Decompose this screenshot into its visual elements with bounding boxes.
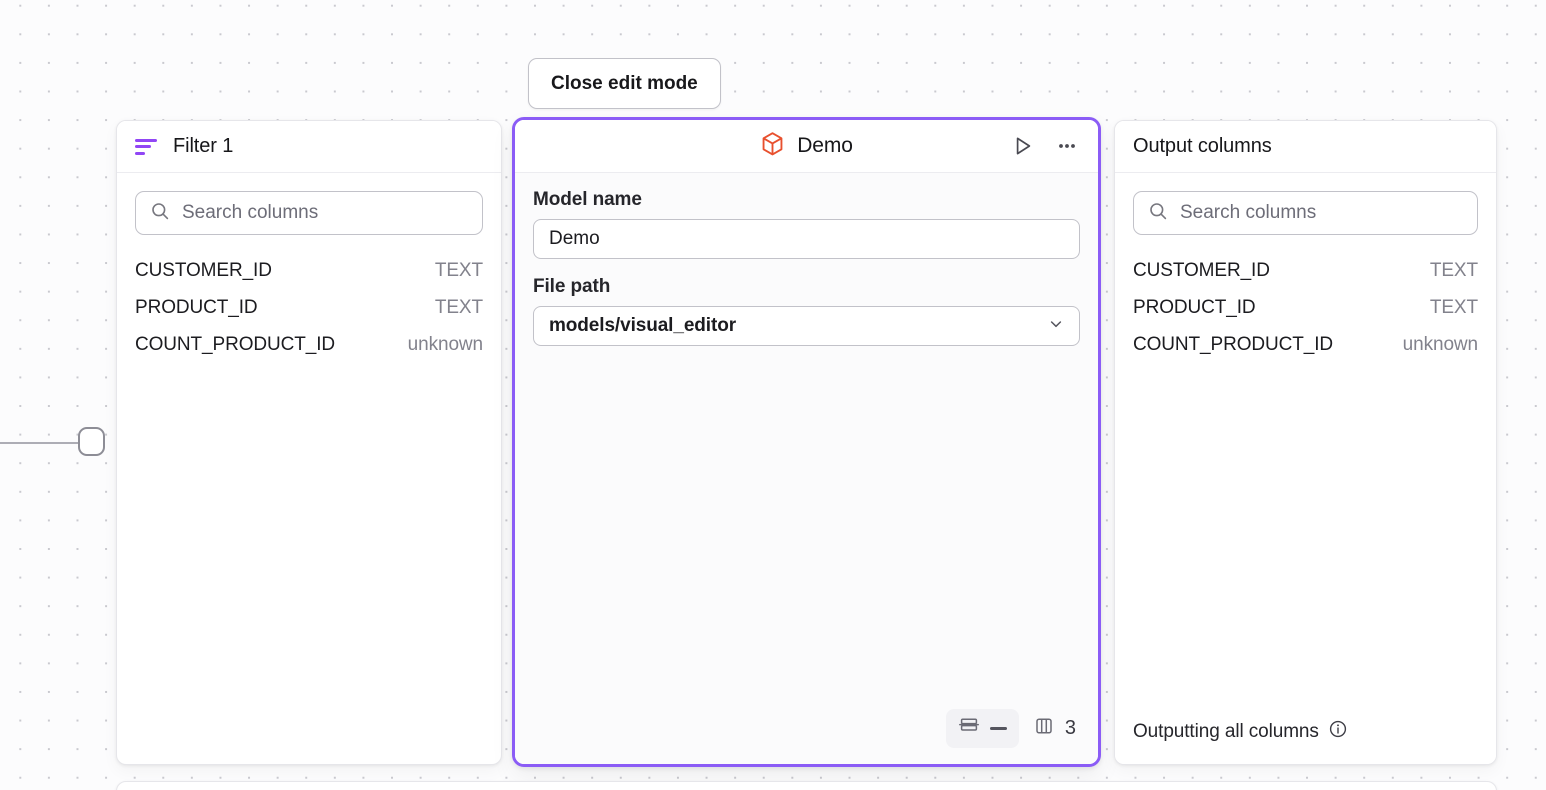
model-title-group: Demo	[760, 131, 853, 162]
filter-panel-title: Filter 1	[173, 135, 234, 157]
info-icon[interactable]	[1328, 719, 1348, 744]
row-count-pill[interactable]	[945, 709, 1019, 748]
file-path-select[interactable]: models/visual_editor	[533, 306, 1080, 346]
filter-panel-body: Search columns CUSTOMER_ID TEXT PRODUCT_…	[117, 173, 501, 764]
output-status-text: Outputting all columns	[1133, 720, 1319, 742]
output-search-input[interactable]: Search columns	[1133, 191, 1478, 235]
model-panel-header: Demo	[515, 120, 1098, 173]
model-panel-body: Model name Demo File path models/visual_…	[515, 173, 1098, 709]
more-options-icon[interactable]	[1052, 131, 1082, 161]
column-name: COUNT_PRODUCT_ID	[1133, 333, 1334, 355]
model-panel[interactable]: Demo Model name Demo File path models/vi…	[512, 117, 1101, 767]
model-name-label: Model name	[533, 189, 642, 210]
table-row[interactable]: CUSTOMER_ID TEXT	[135, 253, 483, 290]
table-row[interactable]: COUNT_PRODUCT_ID unknown	[1133, 327, 1478, 364]
table-row[interactable]: COUNT_PRODUCT_ID unknown	[135, 327, 483, 364]
output-columns-panel[interactable]: Output columns Search columns CUSTOMER_I…	[1114, 120, 1497, 765]
column-name: COUNT_PRODUCT_ID	[135, 333, 336, 355]
connector-line	[0, 442, 82, 444]
rows-icon	[958, 715, 980, 742]
model-panel-footer: 3	[515, 709, 1098, 764]
filter-panel[interactable]: Filter 1 Search columns CUSTOMER_ID TEXT…	[116, 120, 502, 765]
model-name-input[interactable]: Demo	[533, 219, 1080, 259]
output-panel-footer: Outputting all columns	[1115, 719, 1496, 764]
close-edit-mode-button[interactable]: Close edit mode	[528, 58, 721, 109]
file-path-value: models/visual_editor	[549, 315, 737, 336]
file-path-label: File path	[533, 276, 611, 297]
row-count-value	[989, 727, 1007, 730]
filter-panel-header: Filter 1	[117, 121, 501, 173]
filter-icon	[135, 138, 157, 155]
filter-search-placeholder: Search columns	[182, 202, 319, 223]
bottom-panel[interactable]	[116, 781, 1497, 790]
column-name: PRODUCT_ID	[135, 296, 258, 318]
connector-handle[interactable]	[78, 427, 105, 456]
filter-column-list: CUSTOMER_ID TEXT PRODUCT_ID TEXT COUNT_P…	[135, 253, 483, 363]
column-type: unknown	[1402, 333, 1478, 355]
columns-icon	[1033, 715, 1055, 742]
filter-search-input[interactable]: Search columns	[135, 191, 483, 235]
table-row[interactable]: PRODUCT_ID TEXT	[1133, 290, 1478, 327]
cube-icon	[760, 131, 785, 162]
play-icon[interactable]	[1008, 131, 1038, 161]
table-row[interactable]: CUSTOMER_ID TEXT	[1133, 253, 1478, 290]
column-type: TEXT	[434, 260, 483, 281]
column-type: unknown	[407, 333, 483, 355]
column-name: CUSTOMER_ID	[1133, 260, 1270, 281]
search-icon	[150, 201, 170, 226]
column-type: TEXT	[1429, 260, 1478, 281]
model-panel-title: Demo	[797, 134, 853, 157]
output-panel-body: Search columns CUSTOMER_ID TEXT PRODUCT_…	[1115, 173, 1496, 719]
column-type: TEXT	[1429, 296, 1478, 318]
column-count-group[interactable]: 3	[1033, 715, 1080, 742]
output-search-placeholder: Search columns	[1180, 202, 1317, 223]
output-panel-title: Output columns	[1133, 135, 1272, 157]
column-name: PRODUCT_ID	[1133, 296, 1256, 318]
connector-edge	[0, 425, 110, 461]
column-count-value: 3	[1064, 717, 1076, 739]
output-column-list: CUSTOMER_ID TEXT PRODUCT_ID TEXT COUNT_P…	[1133, 253, 1478, 363]
column-name: CUSTOMER_ID	[135, 260, 272, 281]
model-header-actions	[1008, 120, 1082, 172]
output-panel-header: Output columns	[1115, 121, 1496, 173]
column-type: TEXT	[434, 296, 483, 318]
search-icon	[1148, 201, 1168, 226]
table-row[interactable]: PRODUCT_ID TEXT	[135, 290, 483, 327]
chevron-down-icon	[1047, 315, 1065, 338]
